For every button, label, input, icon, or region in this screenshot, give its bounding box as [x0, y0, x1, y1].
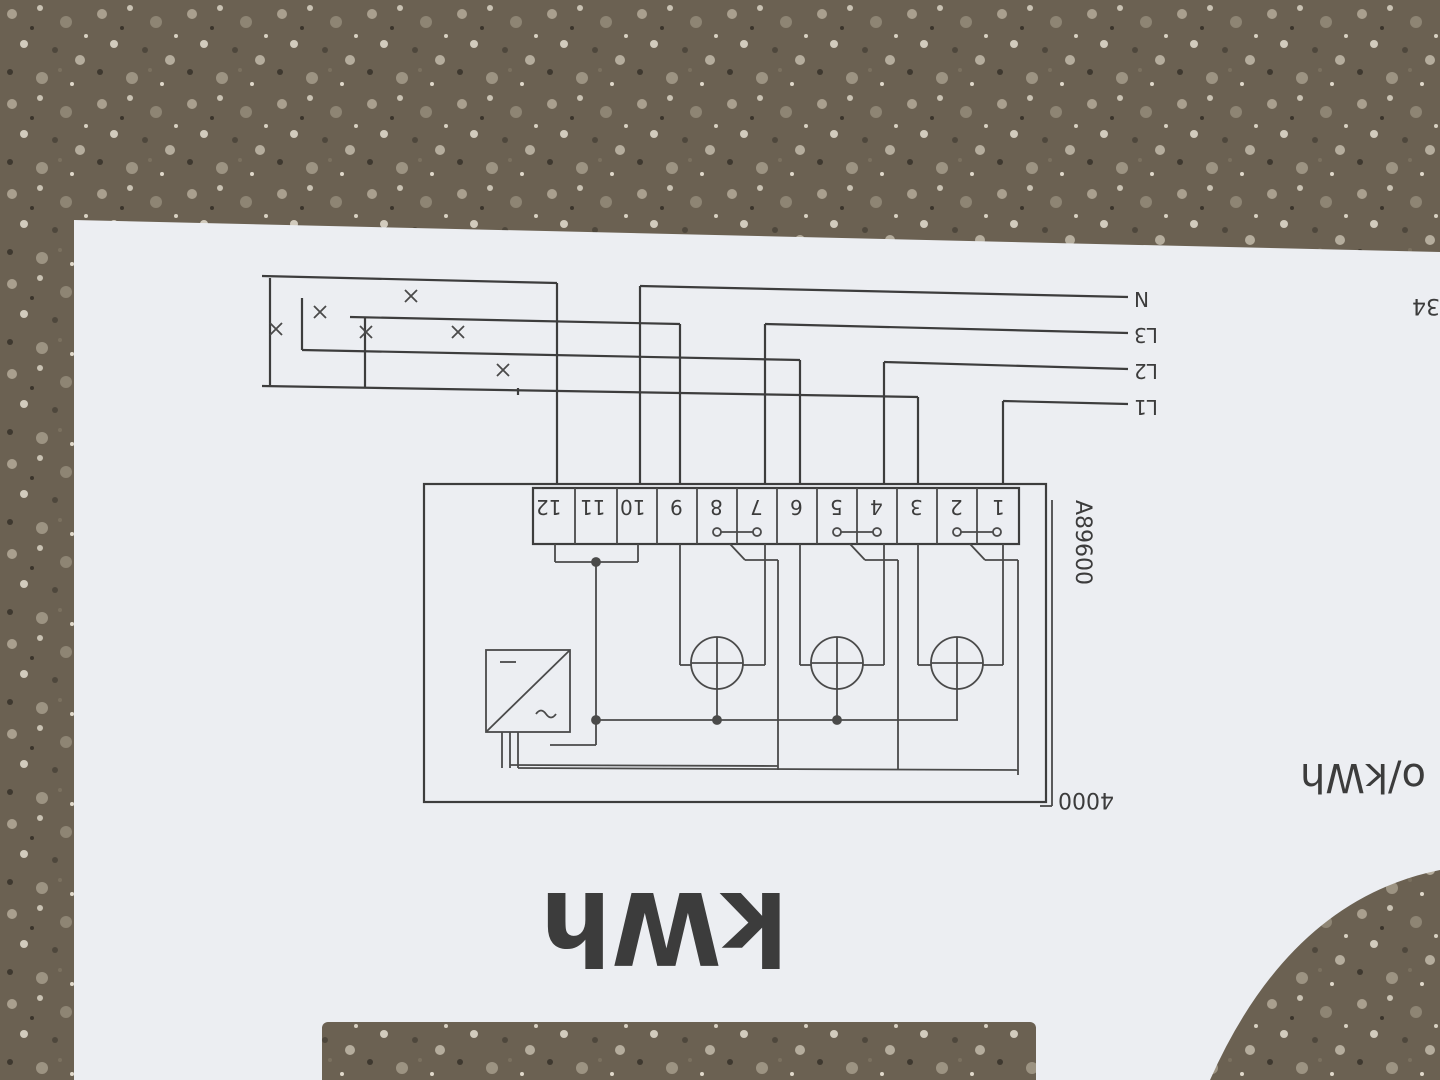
terminal-number: 6 [790, 495, 803, 519]
meter-enclosure [422, 482, 1048, 804]
phase-label-l1: L1 [1134, 395, 1158, 419]
terminal-number: 11 [580, 495, 605, 519]
terminal-number: 9 [670, 495, 683, 519]
cross-marks [269, 289, 510, 377]
phase-label-l3: L3 [1134, 323, 1158, 347]
terminal-numbers: 12 11 10 9 8 7 6 5 4 3 2 1 [536, 495, 1005, 519]
unit-kwh-large: kWh [540, 869, 788, 986]
terminal-number: 1 [992, 495, 1005, 519]
terminal-number: 4 [870, 495, 883, 519]
serial-code: 4000 [1058, 787, 1114, 812]
phase-labels: N L3 L2 L1 [1134, 287, 1158, 419]
power-supply-block [485, 649, 1019, 771]
terminal-number: 3 [910, 495, 923, 519]
terminal-number: 5 [830, 495, 843, 519]
terminal-number: 10 [620, 495, 645, 519]
terminal-strip [531, 486, 1021, 546]
unit-kwh-partial: o/kWh [1300, 754, 1426, 800]
model-code: A89600 [1070, 500, 1095, 585]
terminal-number: 7 [750, 495, 763, 519]
wiring-diagram [261, 274, 1129, 807]
terminal-number: 8 [710, 495, 723, 519]
measuring-elements [679, 544, 1004, 720]
terminal-number: 2 [950, 495, 963, 519]
phase-label-l2: L2 [1134, 359, 1158, 383]
phase-label-n: N [1134, 287, 1149, 311]
terminal-number: 12 [536, 495, 561, 519]
edge-fragment-text: 34 [1412, 293, 1440, 318]
label-card [74, 220, 1440, 1080]
card-texts: A89600 4000 kWh o/kWh 34 [540, 293, 1440, 986]
display-window-cutout [322, 1022, 1036, 1080]
